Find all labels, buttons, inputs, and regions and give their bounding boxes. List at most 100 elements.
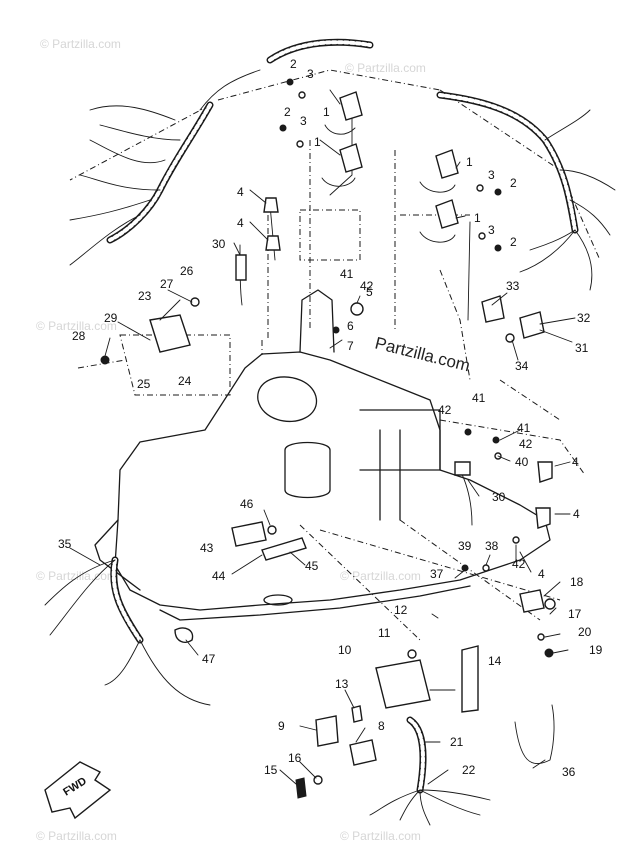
rubber-mount[interactable] <box>315 715 339 747</box>
callout-12[interactable]: 12 <box>394 603 408 617</box>
connector-bracket[interactable] <box>481 295 505 323</box>
callout-11[interactable]: 11 <box>378 626 391 640</box>
callout-41[interactable]: 41 <box>517 421 531 435</box>
callout-4[interactable]: 4 <box>572 455 579 469</box>
callout-8[interactable]: 8 <box>378 719 385 733</box>
callout-30[interactable]: 30 <box>492 490 506 504</box>
callout-2[interactable]: 2 <box>284 105 291 119</box>
coil-bolt[interactable] <box>286 78 294 86</box>
washer[interactable] <box>482 564 490 572</box>
callout-23[interactable]: 23 <box>138 289 152 303</box>
screw[interactable] <box>461 564 469 572</box>
clamp-bolt[interactable] <box>332 326 340 334</box>
callout-30[interactable]: 30 <box>212 237 226 251</box>
callout-41[interactable]: 41 <box>472 391 486 405</box>
plug-cap[interactable] <box>535 507 551 529</box>
callout-42[interactable]: 42 <box>519 437 533 451</box>
callout-7[interactable]: 7 <box>347 339 354 353</box>
callout-1[interactable]: 1 <box>466 155 473 169</box>
callout-9[interactable]: 9 <box>278 719 285 733</box>
callout-1[interactable]: 1 <box>314 135 321 149</box>
callout-4[interactable]: 4 <box>573 507 580 521</box>
callout-42[interactable]: 42 <box>360 279 374 293</box>
callout-4[interactable]: 4 <box>538 567 545 581</box>
band[interactable] <box>512 536 520 544</box>
callout-3[interactable]: 3 <box>307 67 314 81</box>
cdi-unit[interactable] <box>375 659 431 709</box>
callout-10[interactable]: 10 <box>338 643 352 657</box>
lead-screw[interactable] <box>492 436 500 444</box>
callout-45[interactable]: 45 <box>305 559 319 573</box>
callout-22[interactable]: 22 <box>462 763 476 777</box>
callout-13[interactable]: 13 <box>335 677 349 691</box>
callout-36[interactable]: 36 <box>562 765 576 779</box>
wire-clamp[interactable] <box>174 627 194 643</box>
callout-6[interactable]: 6 <box>347 319 354 333</box>
callout-3[interactable]: 3 <box>300 114 307 128</box>
holder-plate[interactable] <box>261 537 307 561</box>
callout-16[interactable]: 16 <box>288 751 302 765</box>
callout-47[interactable]: 47 <box>202 652 216 666</box>
coil-washer[interactable] <box>476 184 484 192</box>
starter-relay[interactable] <box>149 314 191 353</box>
ignition-coil[interactable] <box>435 199 459 229</box>
lead-screw[interactable] <box>464 428 472 436</box>
callout-19[interactable]: 19 <box>589 643 603 657</box>
callout-27[interactable]: 27 <box>160 277 174 291</box>
switch-screw[interactable] <box>544 648 554 658</box>
callout-31[interactable]: 31 <box>575 341 589 355</box>
callout-2[interactable]: 2 <box>510 176 517 190</box>
washer[interactable] <box>537 633 545 641</box>
callout-1[interactable]: 1 <box>474 211 481 225</box>
callout-2[interactable]: 2 <box>510 235 517 249</box>
callout-17[interactable]: 17 <box>568 607 582 621</box>
rectifier[interactable] <box>349 739 377 766</box>
callout-34[interactable]: 34 <box>515 359 529 373</box>
callout-32[interactable]: 32 <box>577 311 591 325</box>
callout-28[interactable]: 28 <box>72 329 86 343</box>
callout-18[interactable]: 18 <box>570 575 584 589</box>
callout-38[interactable]: 38 <box>485 539 499 553</box>
resistor-cap[interactable] <box>454 461 471 476</box>
callout-15[interactable]: 15 <box>264 763 278 777</box>
resistor-cap[interactable] <box>235 254 247 281</box>
coil-washer[interactable] <box>298 91 306 99</box>
callout-4[interactable]: 4 <box>237 216 244 230</box>
callout-35[interactable]: 35 <box>58 537 72 551</box>
cdi-bracket[interactable] <box>461 645 479 713</box>
callout-41[interactable]: 41 <box>340 267 354 281</box>
callout-44[interactable]: 44 <box>212 569 226 583</box>
collar[interactable] <box>351 705 363 723</box>
callout-40[interactable]: 40 <box>515 455 529 469</box>
callout-3[interactable]: 3 <box>488 223 495 237</box>
callout-1[interactable]: 1 <box>323 105 330 119</box>
callout-42[interactable]: 42 <box>512 557 526 571</box>
callout-26[interactable]: 26 <box>180 264 194 278</box>
callout-2[interactable]: 2 <box>290 57 297 71</box>
coil-washer[interactable] <box>296 140 304 148</box>
callout-24[interactable]: 24 <box>178 374 192 388</box>
switch-cam[interactable] <box>544 598 556 610</box>
plate-screw[interactable] <box>267 525 277 535</box>
ignition-coil[interactable] <box>339 143 363 173</box>
coil-bolt[interactable] <box>494 244 502 252</box>
plug-cap[interactable] <box>263 197 279 213</box>
callout-25[interactable]: 25 <box>137 377 151 391</box>
callout-5[interactable]: 5 <box>366 285 373 299</box>
callout-21[interactable]: 21 <box>450 735 464 749</box>
callout-33[interactable]: 33 <box>506 279 520 293</box>
callout-43[interactable]: 43 <box>200 541 214 555</box>
callout-4[interactable]: 4 <box>237 185 244 199</box>
plug-cap[interactable] <box>265 235 281 251</box>
relay-screw[interactable] <box>100 355 110 365</box>
ignition-coil[interactable] <box>339 91 363 121</box>
ignition-coil[interactable] <box>435 149 459 179</box>
callout-20[interactable]: 20 <box>578 625 592 639</box>
callout-3[interactable]: 3 <box>488 168 495 182</box>
callout-29[interactable]: 29 <box>104 311 118 325</box>
coil-bolt[interactable] <box>494 188 502 196</box>
fuse-holder[interactable] <box>505 333 515 343</box>
callout-39[interactable]: 39 <box>458 539 472 553</box>
coil-bolt[interactable] <box>279 124 287 132</box>
callout-46[interactable]: 46 <box>240 497 254 511</box>
